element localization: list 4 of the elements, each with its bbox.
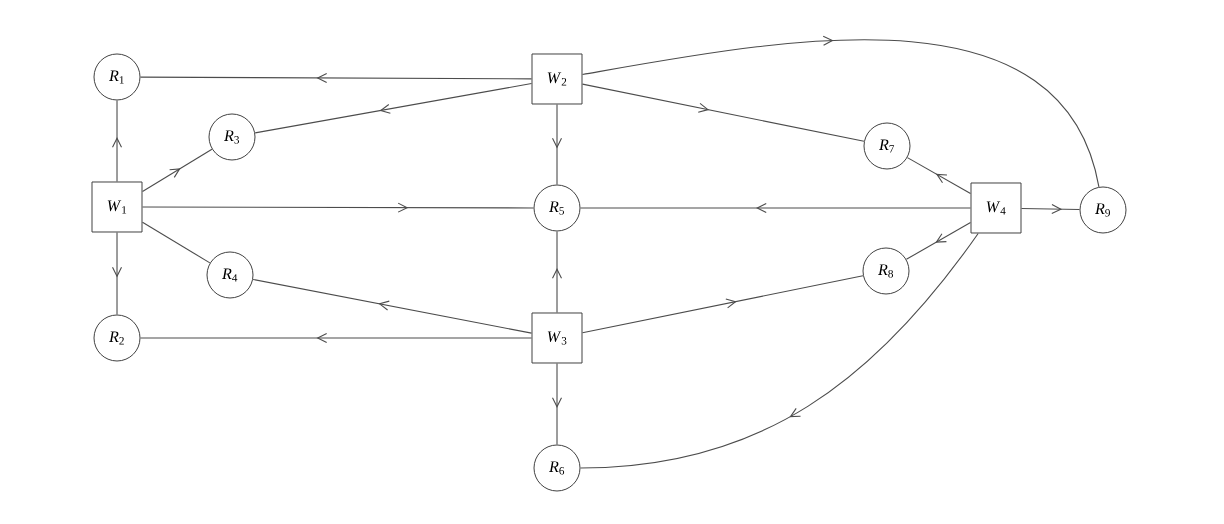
- warehouse-box: W$_{4}$: [970, 182, 1022, 234]
- warehouse-box: W$_{1}$: [91, 181, 143, 233]
- warehouse-box: W$_{3}$: [531, 312, 583, 364]
- warehouse-box: W$_{2}$: [531, 53, 583, 105]
